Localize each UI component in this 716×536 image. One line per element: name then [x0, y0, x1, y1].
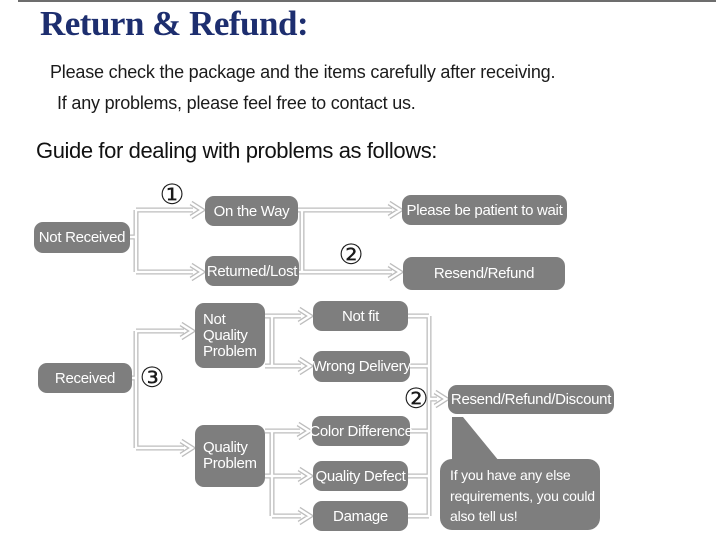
flow-node-returned-lost: Returned/Lost	[205, 256, 299, 286]
flow-node-damage: Damage	[313, 501, 408, 531]
page-title: Return & Refund:	[40, 4, 309, 43]
circled-number-2-icon: ②	[338, 238, 364, 271]
flow-node-not-received: Not Received	[34, 222, 130, 253]
flow-node-not-quality-problem: Not Quality Problem	[195, 303, 265, 368]
subtitle-line-2: If any problems, please feel free to con…	[57, 93, 416, 113]
top-divider-line	[18, 0, 716, 2]
bubble-line-1: If you have any else	[450, 467, 571, 483]
flow-node-quality-defect: Quality Defect	[313, 461, 408, 491]
speech-bubble-tail	[452, 417, 499, 461]
flow-node-on-the-way: On the Way	[205, 196, 298, 226]
guide-heading: Guide for dealing with problems as follo…	[36, 138, 438, 163]
circled-number-3-icon: ③	[139, 361, 165, 394]
circled-number-2b-icon: ②	[403, 382, 429, 415]
bubble-line-3: also tell us!	[450, 508, 518, 524]
flow-node-color-difference: Color Difference	[309, 416, 413, 446]
flow-node-not-fit: Not fit	[313, 301, 408, 331]
flow-node-resend-refund: Resend/Refund	[403, 257, 565, 290]
flow-node-please-be-patient: Please be patient to wait	[402, 195, 567, 225]
connector-lines-inner	[130, 201, 449, 525]
flow-node-received: Received	[38, 363, 132, 393]
circled-number-1-icon: ①	[159, 178, 185, 211]
flow-node-wrong-delivery: Wrong Delivery	[312, 351, 411, 382]
subtitle-line-1: Please check the package and the items c…	[50, 62, 556, 82]
flow-node-quality-problem: Quality Problem	[195, 425, 265, 487]
bubble-line-2: requirements, you could	[450, 487, 595, 504]
speech-bubble: If you have any else requirements, you c…	[440, 459, 600, 530]
flow-node-resend-refund-discount: Resend/Refund/Discount	[448, 385, 614, 414]
